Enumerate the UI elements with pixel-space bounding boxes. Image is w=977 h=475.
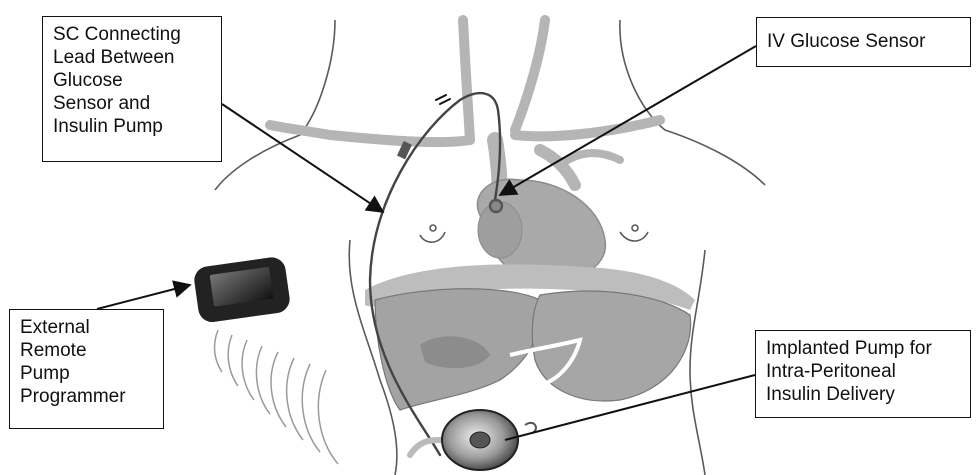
label-sc-connecting-lead: SC Connecting Lead Between Glucose Senso… xyxy=(42,16,222,162)
nipple-left xyxy=(430,225,436,231)
label-implanted-pump: Implanted Pump for Intra-Peritoneal Insu… xyxy=(755,330,971,418)
torso-right xyxy=(690,250,705,475)
arrow-programmer xyxy=(97,285,190,309)
pump-tube xyxy=(410,440,442,455)
organs xyxy=(365,179,695,410)
subclavian-left xyxy=(270,125,470,142)
blood-vessels xyxy=(270,20,660,215)
subclavian-right xyxy=(515,120,660,136)
arrow-sc-lead xyxy=(222,104,383,212)
iv-sensor-tip xyxy=(490,200,502,212)
telemetry-waves xyxy=(215,330,338,464)
external-programmer xyxy=(193,256,292,324)
chest-right xyxy=(620,232,648,241)
nipple-right xyxy=(632,225,638,231)
implanted-pump xyxy=(410,410,536,470)
neck-right xyxy=(620,20,765,185)
label-iv-glucose-sensor: IV Glucose Sensor xyxy=(756,17,971,67)
label-external-remote-programmer: External Remote Pump Programmer xyxy=(9,309,164,429)
pump-center xyxy=(470,432,490,448)
jugular-left xyxy=(463,20,470,140)
neck-left xyxy=(215,20,335,190)
jugular-right xyxy=(515,20,545,130)
chest-left xyxy=(420,232,445,242)
